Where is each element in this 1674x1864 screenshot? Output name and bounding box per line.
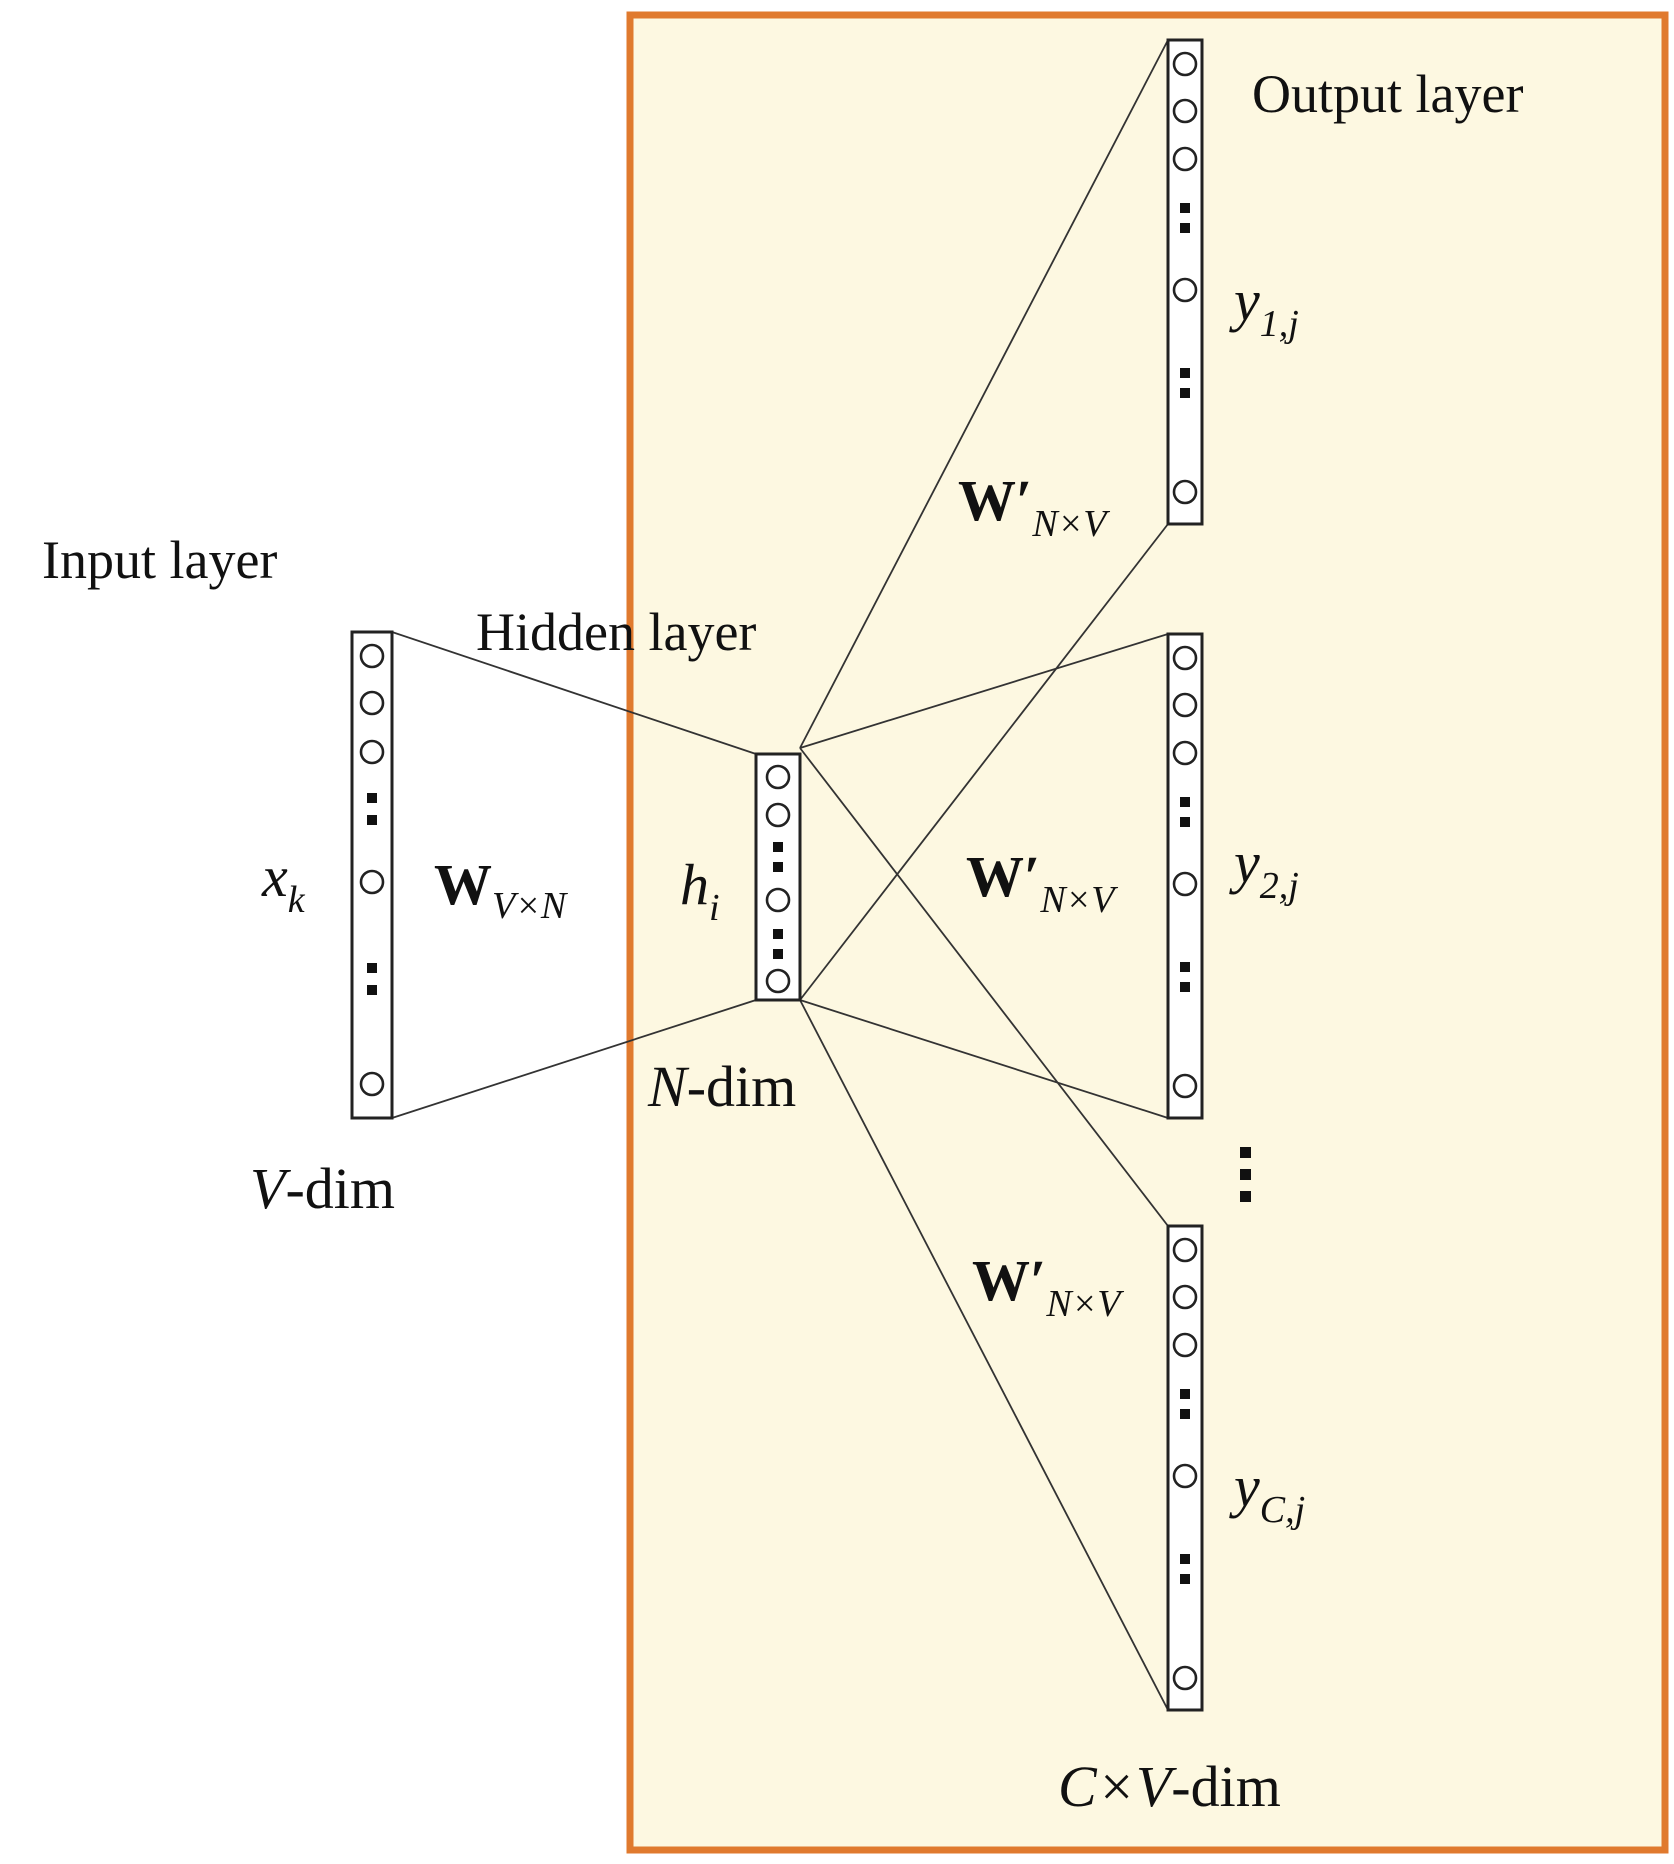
conn-hidden-out1-bottom	[799, 523, 1169, 1001]
input-vector-label: xk	[261, 844, 306, 921]
hidden-vector-label: hi	[680, 852, 720, 929]
hidden-layer-column	[754, 752, 802, 1002]
output-column-1	[1166, 38, 1204, 526]
output-column-2	[1166, 632, 1204, 1120]
connections	[391, 39, 1169, 1711]
input-weight-label: WV×N	[434, 852, 569, 927]
conn-hidden-outc-bottom	[799, 999, 1169, 1711]
output-vector-label-1: y1,j	[1229, 268, 1299, 345]
output-vector-label-2: y2,j	[1229, 830, 1299, 907]
conn-hidden-out2-top	[799, 633, 1169, 749]
input-layer-label: Input layer	[42, 530, 277, 590]
output-layer-label: Output layer	[1252, 64, 1523, 124]
output-weight-label-1: W′N×V	[958, 468, 1110, 545]
hidden-layer-label: Hidden layer	[476, 602, 756, 662]
output-weight-label-c: W′N×V	[972, 1248, 1124, 1325]
conn-input-hidden-bottom	[391, 999, 757, 1119]
hidden-dim-label: N-dim	[647, 1054, 796, 1119]
conn-hidden-out2-bottom	[799, 999, 1169, 1119]
output-highlight-panel	[626, 11, 1669, 1854]
output-vector-label-c: yC,j	[1229, 1454, 1305, 1531]
output-dim-label: C×V-dim	[1058, 1754, 1281, 1819]
conn-hidden-outc-top	[799, 747, 1169, 1227]
output-ellipsis	[1240, 1147, 1251, 1202]
input-dim-label: V-dim	[250, 1156, 395, 1221]
conn-input-hidden-top	[391, 631, 757, 755]
conn-hidden-out1-top	[799, 39, 1169, 749]
output-column-c	[1166, 1224, 1204, 1712]
input-layer-column	[350, 630, 394, 1120]
output-weight-label-2: W′N×V	[966, 844, 1118, 921]
